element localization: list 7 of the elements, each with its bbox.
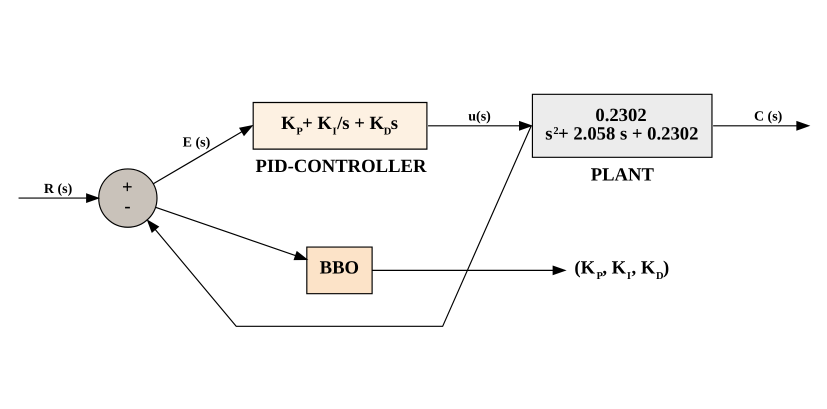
edge-label: E (s) bbox=[182, 135, 210, 150]
node-label: PLANT bbox=[590, 164, 654, 186]
node-label: PID-CONTROLLER bbox=[256, 156, 426, 178]
edge-label: R (s) bbox=[44, 182, 72, 197]
edge-label: u(s) bbox=[468, 110, 491, 125]
edge-label: C (s) bbox=[754, 110, 782, 125]
node-text: (K$_{P}$, K$_{I}$, K$_{D}$) bbox=[574, 258, 670, 282]
